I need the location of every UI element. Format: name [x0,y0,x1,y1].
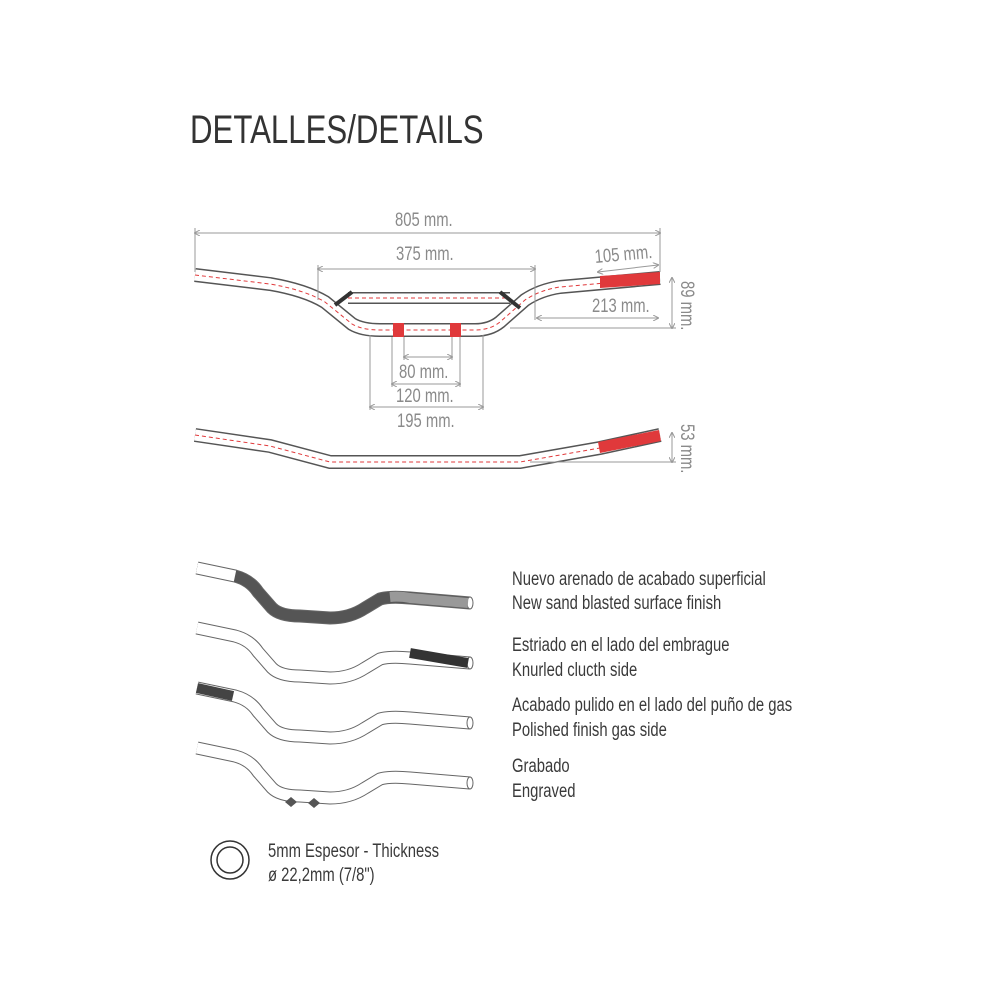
page-title: DETALLES/DETAILS [190,108,484,152]
clamp-marker-right [450,323,461,337]
feature-2-en: Knurled clucth side [512,660,638,681]
feature-bar-4-end [466,776,474,790]
knurled-section [409,648,469,668]
grip-zone-marker-front [598,430,661,453]
feature-3-en: Polished finish gas side [512,720,667,741]
grip-zone-marker [600,272,660,288]
dim-clamp-zone: 195 mm. [397,411,455,432]
feature-bar-3 [195,682,471,744]
feature-bar-4 [195,742,471,804]
bar-1-left-end [195,562,237,582]
feature-bars [195,561,474,808]
dim-grip-length: 105 mm. [593,241,654,268]
dim-center-width: 375 mm. [396,244,454,265]
engraving-marks [285,797,320,808]
feature-1-es: Nuevo arenado de acabado superficial [512,569,766,590]
feature-bar-3-end [466,716,474,730]
clamp-marker-left [393,323,404,337]
dim-rise: 89 mm. [676,281,697,331]
dim-end-length: 213 mm. [592,296,650,317]
dim-clamp-outer: 120 mm. [396,386,454,407]
dimension-lines [195,228,676,462]
tube-diameter: ø 22,2mm (7/8") [268,865,375,886]
dim-clamp-inner: 80 mm. [399,362,449,383]
feature-1-en: New sand blasted surface finish [512,593,722,614]
feature-bar-1 [195,562,471,624]
feature-4-en: Engraved [512,781,576,802]
feature-3-es: Acabado pulido en el lado del puño de ga… [512,695,793,716]
polished-section [195,683,235,701]
feature-4-es: Grabado [512,756,570,777]
tube-cross-section-icon [210,840,250,880]
dim-overall-width: 805 mm. [395,210,453,231]
feature-bar-2 [195,622,471,684]
tube-thickness: 5mm Espesor - Thickness [268,841,440,862]
dim-sweep: 53 mm. [676,424,697,474]
handlebar-top-view [194,268,661,337]
handlebar-front-view [193,428,662,469]
bar-1-right-shade [389,591,469,608]
feature-2-es: Estriado en el lado del embrague [512,635,730,656]
